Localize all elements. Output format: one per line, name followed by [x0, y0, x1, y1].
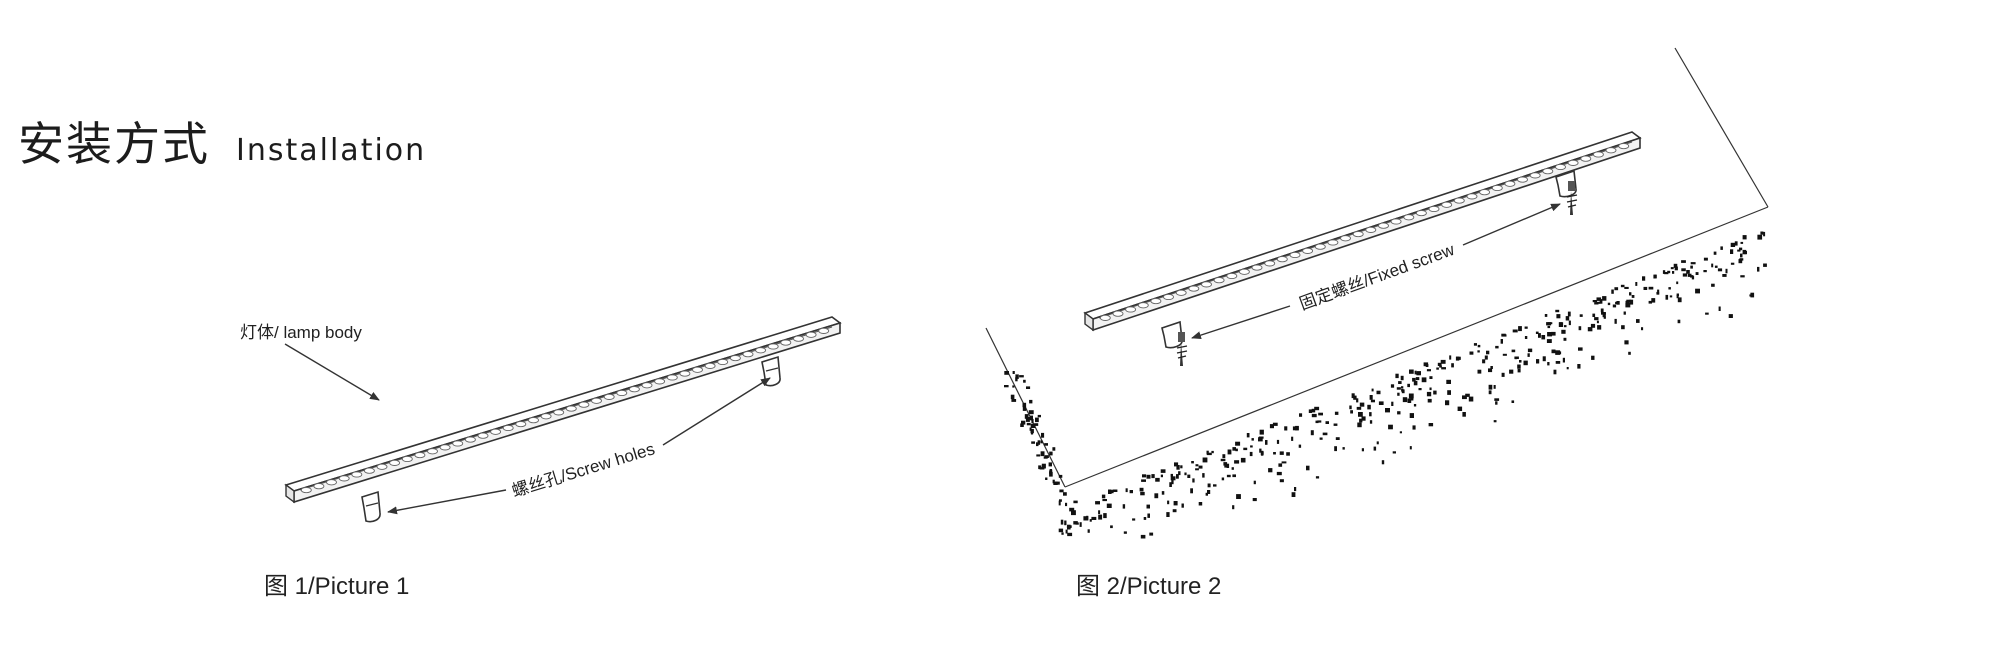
- screw-holes-arrow-left: [387, 489, 507, 515]
- wall-hatching: [1004, 231, 1767, 539]
- lamp-body-label: 灯体/ lamp body: [240, 323, 362, 342]
- figure-1: 灯体/ lamp body 螺丝孔/Screw holes: [240, 316, 842, 523]
- page-heading: 安装方式 Installation: [18, 108, 426, 174]
- lamp-body-1: [284, 316, 842, 504]
- fixed-screw-arrow-right: [1462, 203, 1561, 246]
- page-title-cn: 安装方式: [18, 117, 210, 171]
- screw-holes-arrow-right: [662, 377, 771, 446]
- lamp-body-2: [1083, 131, 1642, 332]
- fixed-screw-arrow-left: [1191, 305, 1291, 340]
- lamp-body-arrow: [284, 343, 380, 401]
- picture-1-caption: 图 1/Picture 1: [264, 573, 410, 600]
- page-title-en: Installation: [236, 133, 427, 168]
- figure-2: 固定螺丝/Fixed screw: [985, 47, 1769, 539]
- bracket-1a: [361, 490, 381, 523]
- led-row-2: [1099, 143, 1630, 321]
- picture-2-caption: 图 2/Picture 2: [1076, 573, 1222, 600]
- wall-surface: [985, 47, 1769, 539]
- screw-holes-label: 螺丝孔/Screw holes: [510, 439, 657, 501]
- led-row-1: [300, 327, 830, 494]
- fixed-screw-2a: [1176, 332, 1188, 366]
- fixed-screw-2b: [1566, 181, 1578, 215]
